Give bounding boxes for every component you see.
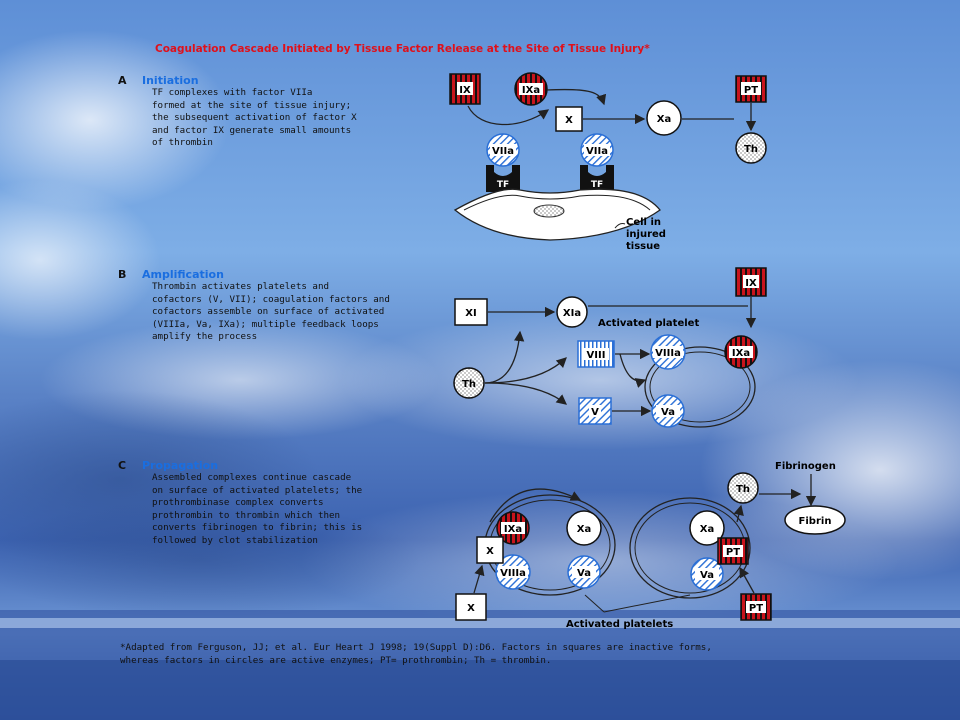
section-c-letter: C (118, 459, 127, 472)
fibrinogen-label: Fibrinogen (775, 461, 836, 472)
section-b-letter: B (118, 268, 127, 281)
activated-platelets-label: Activated platelets (566, 619, 673, 630)
factor-xa-label-c2: Xa (700, 524, 714, 535)
section-c-diagram: IXa Xa VIIIa Va X X Xa Va PT PT Th Fibr (455, 461, 846, 630)
tissue-factor-right (580, 165, 614, 192)
factor-xi-square (454, 298, 488, 326)
tissue-factor-left (486, 165, 520, 192)
thrombin-label: Th (744, 144, 758, 155)
fibrin-label: Fibrin (799, 516, 832, 527)
factor-xia-label: XIa (563, 308, 581, 319)
factor-ixa-label: IXa (522, 85, 540, 96)
factor-xa-circle-c1 (566, 510, 602, 546)
arrow-ixa-loop (489, 488, 582, 523)
factor-va-label-c2: Va (700, 570, 714, 581)
factor-xa-circle-c2 (689, 510, 725, 546)
factor-xa-label: Xa (657, 114, 671, 125)
fibrin-oval (784, 505, 846, 535)
cell-label-line3: tissue (626, 241, 660, 252)
cell-label-line1: Cell in (626, 217, 661, 228)
thrombin-label-b: Th (462, 379, 476, 390)
factor-xa-label-c1: Xa (577, 524, 591, 535)
cell-label-line2: injured (626, 229, 666, 240)
tf-label-left: TF (497, 180, 509, 190)
factor-viiia-label: VIIIa (655, 348, 681, 359)
cell-nucleus (533, 204, 565, 218)
factor-v-square (578, 397, 612, 425)
factor-xia-circle (556, 296, 588, 328)
arrow-th-to-viii (484, 357, 567, 384)
factor-ix-label-b: IX (745, 278, 757, 289)
section-b-diagram: IX XI XIa Activated platelet VIII VIIIa … (453, 267, 767, 428)
thrombin-circle-b (453, 367, 485, 399)
factor-ix-label: IX (459, 85, 471, 96)
factor-viia-label-left: VIIa (492, 146, 514, 157)
factor-va-label-c1: Va (577, 568, 591, 579)
factor-ixa-label-c: IXa (504, 524, 522, 535)
section-c-description: Assembled complexes continue cascade on … (152, 472, 363, 546)
footnote: *Adapted from Ferguson, JJ; et al. Eur H… (120, 642, 712, 666)
arrow-pt-up (739, 566, 755, 594)
arrow-ixa-to-x (546, 88, 607, 106)
section-b-title: Amplification (142, 268, 224, 281)
arrow-th-to-v (484, 382, 568, 405)
factor-viiia-label-c: VIIIa (500, 568, 526, 579)
factor-x-square (555, 106, 583, 132)
factor-va-label: Va (661, 407, 675, 418)
section-b-description: Thrombin activates platelets and cofacto… (152, 281, 390, 342)
factor-x-square-c1 (476, 536, 504, 564)
thrombin-circle (735, 132, 767, 164)
arrow-th-to-xi (484, 330, 525, 384)
tf-label-right: TF (591, 180, 603, 190)
thrombin-label-c: Th (736, 484, 750, 495)
prothrombin-label: PT (744, 85, 758, 96)
factor-viii-label: VIII (587, 350, 606, 361)
factor-xi-label: XI (465, 308, 476, 319)
section-a-letter: A (118, 74, 127, 87)
arrow-x-up (473, 564, 485, 594)
thrombin-circle-c (727, 472, 759, 504)
arrow-to-th-c (733, 504, 744, 523)
factor-x-label-c1: X (486, 546, 494, 557)
activated-platelet-label: Activated platelet (598, 318, 699, 329)
factor-viia-label-right: VIIa (586, 146, 608, 157)
factor-xa-circle (646, 100, 682, 136)
prothrombin-label-c2: PT (749, 603, 763, 614)
section-a-diagram: IX IXa X Xa PT Th VIIa VIIa TF TF (449, 72, 767, 252)
factor-x-square-c2 (455, 593, 487, 621)
section-a-title: Initiation (142, 74, 199, 87)
section-a-description: TF complexes with factor VIIa formed at … (152, 87, 357, 148)
factor-ixa-label-b: IXa (732, 348, 750, 359)
factor-x-label: X (565, 115, 573, 126)
slide-title: Coagulation Cascade Initiated by Tissue … (155, 43, 650, 55)
prothrombin-label-c1: PT (726, 547, 740, 558)
factor-x-label-c2: X (467, 603, 475, 614)
arrow-ix-to-ixa (467, 105, 550, 126)
activated-platelet-right (629, 497, 751, 599)
factor-v-label: V (591, 407, 599, 418)
arrow-feedback (619, 353, 647, 388)
section-c-title: Propagation (142, 459, 219, 472)
